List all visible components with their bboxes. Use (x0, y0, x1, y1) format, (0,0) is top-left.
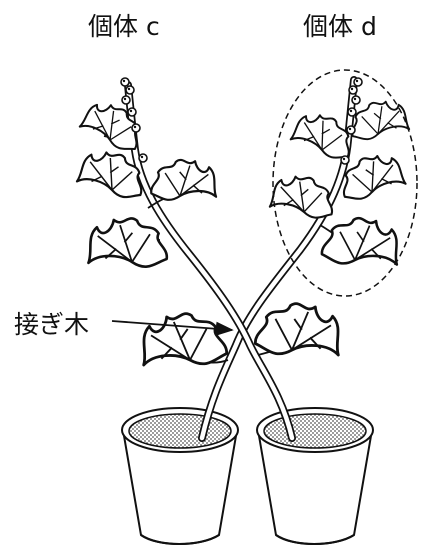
leaf-lower-left (136, 308, 228, 375)
pot-right (257, 408, 373, 544)
leaf-lower-right (254, 298, 346, 365)
leaves-individual-c (76, 78, 219, 272)
pot-left (122, 408, 238, 544)
